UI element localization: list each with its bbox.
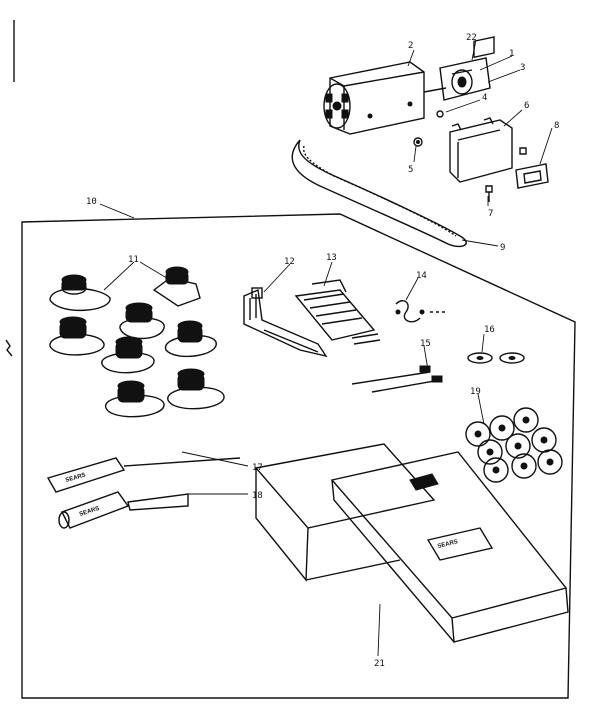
- callout-22: 22: [466, 33, 477, 43]
- callout-8: 8: [554, 121, 559, 131]
- callout-12: 12: [284, 257, 295, 267]
- screwdriver-large-brand: SEARS: [79, 506, 101, 518]
- callout-10: 10: [86, 197, 97, 207]
- callout-11: 11: [128, 255, 139, 265]
- callout-2: 2: [408, 41, 413, 51]
- cam: [167, 368, 225, 410]
- accessory-box: SEARS: [254, 443, 569, 643]
- callout-14: 14: [416, 271, 427, 281]
- callout-19: 19: [470, 387, 481, 397]
- accessory-board-outline: [21, 213, 576, 699]
- box-label: SEARS: [437, 539, 459, 550]
- pattern-cams: [49, 266, 225, 418]
- callout-1: 1: [509, 49, 514, 59]
- screw-side: [519, 147, 527, 155]
- callout-18: 18: [252, 491, 263, 501]
- screwdriver-small: SEARS: [46, 457, 241, 493]
- callout-4: 4: [482, 93, 487, 103]
- callout-6: 6: [524, 101, 529, 111]
- bobbins: [465, 407, 563, 483]
- washer-6: [436, 110, 444, 118]
- washers-16: [467, 352, 525, 364]
- screw-7: [485, 185, 493, 202]
- motor-bracket: [449, 119, 513, 183]
- needle-15: [351, 365, 443, 393]
- presser-foot-13: [294, 279, 381, 345]
- cam: [165, 320, 217, 358]
- callout-16: 16: [484, 325, 495, 335]
- callout-5: 5: [408, 165, 413, 175]
- drive-belt: [291, 139, 467, 248]
- cam: [119, 302, 165, 340]
- callout-15: 15: [420, 339, 431, 349]
- margin-mark-squiggle: [5, 339, 13, 357]
- washer-5: [413, 137, 423, 147]
- callout-7: 7: [488, 209, 493, 219]
- cam: [101, 336, 155, 374]
- callout-17: 17: [252, 463, 263, 473]
- presser-foot-12: [243, 287, 328, 358]
- screwdriver-small-brand: SEARS: [65, 472, 87, 483]
- cam: [152, 266, 201, 307]
- callout-numbers: 1 2 3 4 5 6 7 8 9 10 11 12 13 14 15 16 1…: [86, 33, 559, 669]
- motor-end-cap: [323, 83, 351, 129]
- motor-assembly: [323, 36, 549, 202]
- spring-clip-14: [395, 300, 448, 323]
- cam: [49, 316, 105, 356]
- plate-8: [515, 163, 549, 189]
- motor-body: [329, 61, 425, 135]
- pulley-housing: [439, 57, 491, 101]
- callout-13: 13: [326, 253, 337, 263]
- callout-21: 21: [374, 659, 385, 669]
- callout-3: 3: [520, 63, 525, 73]
- pulley: [451, 69, 473, 95]
- cam: [49, 274, 111, 311]
- callout-9: 9: [500, 243, 505, 253]
- cam: [105, 380, 165, 418]
- leader-lines: [99, 39, 553, 657]
- screwdriver-large: SEARS: [58, 491, 189, 529]
